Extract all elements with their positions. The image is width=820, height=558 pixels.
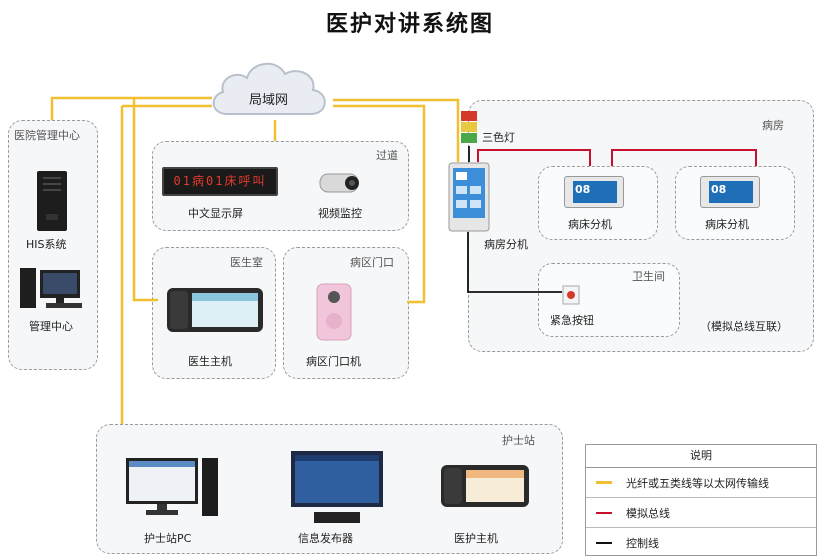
analog-bus-line-2 xyxy=(611,149,757,166)
mgmt-center-label: 管理中心 xyxy=(29,320,73,333)
lan-cloud-icon xyxy=(212,63,326,115)
nurse-host-label: 医护主机 xyxy=(454,532,498,545)
info-board-icon xyxy=(291,451,383,523)
zone-bathroom-label: 卫生间 xyxy=(632,270,665,283)
control-line-emergency xyxy=(467,232,562,293)
legend-item-analog-bus-label: 模拟总线 xyxy=(626,506,670,520)
zone-hospital-mgmt xyxy=(8,120,98,370)
zone-nurse-station-label: 护士站 xyxy=(502,434,535,447)
ethernet-line-mgmt xyxy=(50,96,212,120)
room-unit-icon xyxy=(448,162,490,232)
legend-item-analog-bus: 模拟总线 xyxy=(586,498,816,528)
doctor-host-icon xyxy=(167,288,263,332)
lan-cloud-label: 局域网 xyxy=(249,93,289,108)
bed-unit-2-label: 病床分机 xyxy=(705,218,749,231)
ethernet-lines xyxy=(50,96,460,424)
bed-unit-2-icon: 08 xyxy=(700,176,760,208)
analog-bus-note: （模拟总线互联） xyxy=(700,320,788,333)
ethernet-line-gate xyxy=(333,104,426,304)
emergency-button-icon xyxy=(562,285,580,305)
legend: 说明 光纤或五类线等以太网传输线 模拟总线 控制线 xyxy=(585,444,817,556)
control-lines xyxy=(467,146,562,293)
three-color-lamp-icon xyxy=(461,111,477,143)
legend-title: 说明 xyxy=(586,445,816,468)
doctor-host-label: 医生主机 xyxy=(188,355,232,368)
legend-swatch-analog-bus xyxy=(596,511,612,514)
ethernet-line-doctor xyxy=(132,98,158,302)
zone-hospital-mgmt-label: 医院管理中心 xyxy=(14,129,80,142)
ethernet-line-room xyxy=(333,98,460,162)
zone-ward-label: 病房 xyxy=(762,119,784,132)
bed-unit-1-label: 病床分机 xyxy=(568,218,612,231)
led-display-label: 中文显示屏 xyxy=(188,207,243,220)
nurse-host-icon xyxy=(441,465,529,507)
led-display-text: 01病01床呼叫 xyxy=(173,174,267,188)
camera-icon xyxy=(319,173,359,193)
legend-swatch-control xyxy=(596,541,612,544)
his-label: HIS系统 xyxy=(26,238,67,251)
legend-swatch-ethernet xyxy=(596,481,612,484)
bed-unit-2-screen-number: 08 xyxy=(711,183,727,196)
diagram-title: 医护对讲系统图 xyxy=(325,11,494,37)
nurse-pc-label: 护士站PC xyxy=(144,532,192,545)
gate-unit-label: 病区门口机 xyxy=(306,355,361,368)
room-unit-label: 病房分机 xyxy=(484,238,528,251)
zone-corridor-label: 过道 xyxy=(376,149,398,162)
desktop-computer-icon xyxy=(20,268,82,308)
bed-unit-1-icon: 08 xyxy=(564,176,624,208)
server-icon xyxy=(37,171,67,231)
legend-item-ethernet: 光纤或五类线等以太网传输线 xyxy=(586,468,816,498)
zone-ward-gate-label: 病区门口 xyxy=(350,256,394,269)
legend-item-control: 控制线 xyxy=(586,528,816,557)
camera-label: 视频监控 xyxy=(318,207,362,220)
emergency-button-label: 紧急按钮 xyxy=(550,314,594,327)
legend-item-ethernet-label: 光纤或五类线等以太网传输线 xyxy=(626,476,769,490)
analog-bus-lines xyxy=(477,149,757,166)
zone-doctor-room-label: 医生室 xyxy=(230,256,263,269)
three-color-lamp-label: 三色灯 xyxy=(482,131,515,144)
analog-bus-line-1 xyxy=(477,149,591,166)
bed-unit-1-screen-number: 08 xyxy=(575,183,591,196)
info-board-label: 信息发布器 xyxy=(298,532,353,545)
nurse-pc-icon xyxy=(126,458,218,516)
led-display-icon: 01病01床呼叫 xyxy=(162,167,278,196)
zone-bathroom xyxy=(538,263,680,337)
gate-unit-icon xyxy=(316,283,352,341)
legend-item-control-label: 控制线 xyxy=(626,536,659,550)
zone-corridor xyxy=(152,141,409,231)
